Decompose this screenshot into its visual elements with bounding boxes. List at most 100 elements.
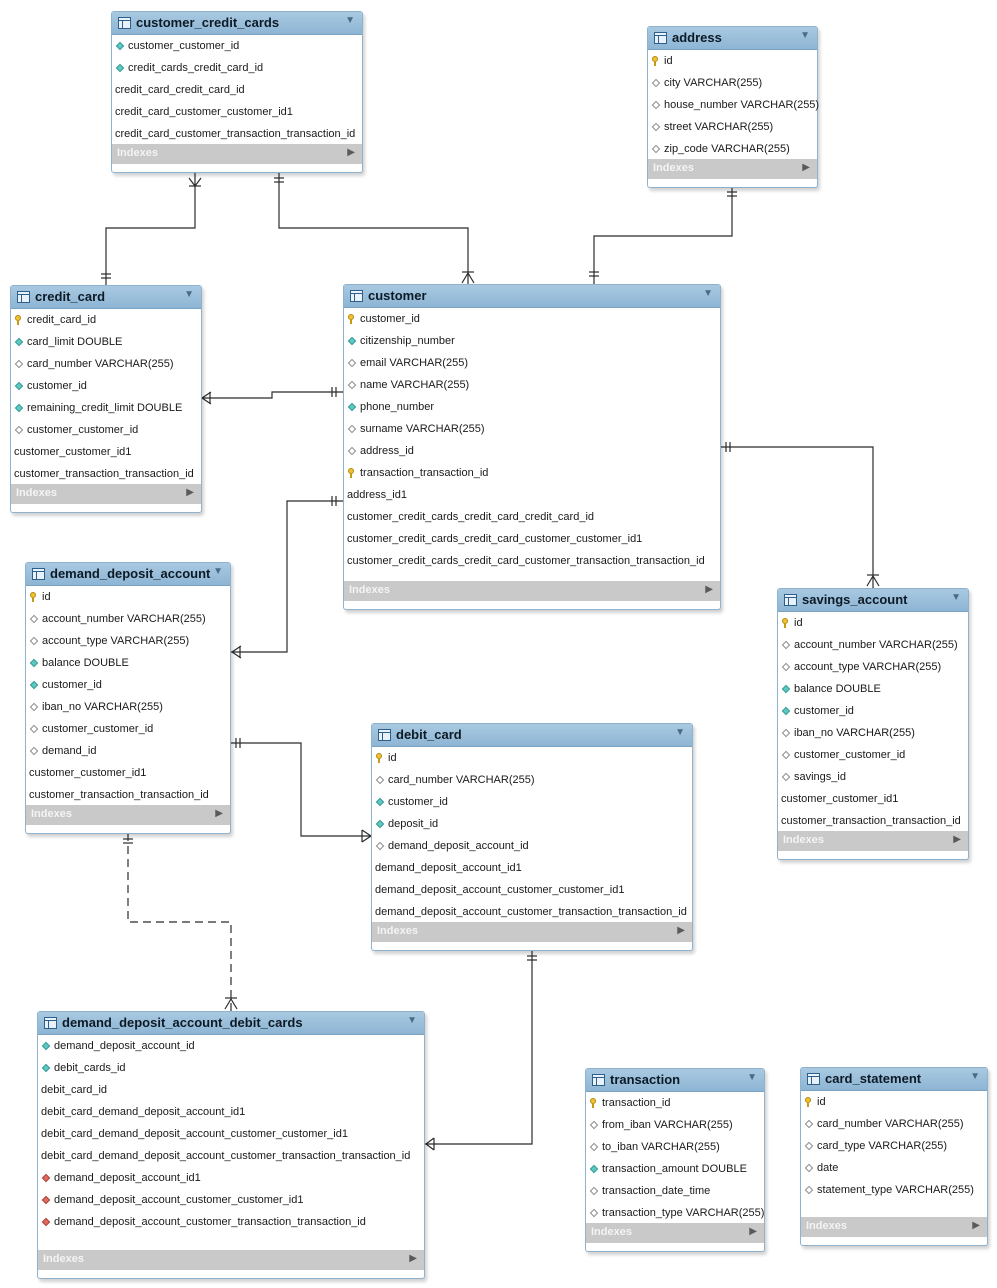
column-row[interactable]: card_number VARCHAR(255) [801, 1113, 987, 1135]
column-row[interactable]: customer_customer_id [26, 718, 230, 740]
table-header[interactable]: demand_deposit_account_debit_cards▼ [38, 1012, 424, 1035]
column-row[interactable]: email VARCHAR(255) [344, 352, 720, 374]
column-row[interactable]: demand_deposit_account_id [38, 1035, 424, 1057]
chevron-down-icon[interactable]: ▼ [800, 30, 810, 41]
column-row[interactable]: demand_deposit_account_customer_transact… [372, 901, 692, 923]
table-demand-deposit-account-debit-cards[interactable]: demand_deposit_account_debit_cards▼ dema… [37, 1011, 425, 1279]
column-row[interactable]: name VARCHAR(255) [344, 374, 720, 396]
column-row[interactable]: account_number VARCHAR(255) [26, 608, 230, 630]
column-row[interactable]: customer_customer_id [112, 35, 362, 57]
chevron-down-icon[interactable]: ▼ [747, 1072, 757, 1083]
column-row[interactable]: demand_deposit_account_customer_customer… [372, 879, 692, 901]
indexes-section[interactable]: Indexes▶ [112, 144, 362, 164]
expand-arrow-icon[interactable]: ▶ [677, 925, 685, 936]
column-row[interactable]: account_type VARCHAR(255) [26, 630, 230, 652]
column-row[interactable]: remaining_credit_limit DOUBLE [11, 397, 201, 419]
chevron-down-icon[interactable]: ▼ [675, 727, 685, 738]
column-row[interactable]: card_number VARCHAR(255) [11, 353, 201, 375]
expand-arrow-icon[interactable]: ▶ [186, 487, 194, 498]
expand-arrow-icon[interactable]: ▶ [972, 1220, 980, 1231]
column-row[interactable]: debit_card_demand_deposit_account_custom… [38, 1145, 424, 1167]
column-row[interactable]: customer_credit_cards_credit_card_custom… [344, 550, 720, 572]
column-row[interactable]: id [778, 612, 968, 634]
column-row[interactable]: credit_card_credit_card_id [112, 79, 362, 101]
column-row[interactable]: customer_customer_id [11, 419, 201, 441]
column-row[interactable]: from_iban VARCHAR(255) [586, 1114, 764, 1136]
indexes-section[interactable]: Indexes▶ [26, 805, 230, 825]
chevron-down-icon[interactable]: ▼ [970, 1071, 980, 1082]
column-row[interactable]: demand_deposit_account_id [372, 835, 692, 857]
expand-arrow-icon[interactable]: ▶ [215, 808, 223, 819]
column-row[interactable]: zip_code VARCHAR(255) [648, 138, 817, 160]
column-row[interactable]: id [372, 747, 692, 769]
column-row[interactable]: transaction_transaction_id [344, 462, 720, 484]
column-row[interactable]: balance DOUBLE [778, 678, 968, 700]
column-row[interactable]: transaction_amount DOUBLE [586, 1158, 764, 1180]
column-row[interactable]: customer_id [778, 700, 968, 722]
expand-arrow-icon[interactable]: ▶ [802, 162, 810, 173]
column-row[interactable]: customer_customer_id1 [778, 788, 968, 810]
chevron-down-icon[interactable]: ▼ [345, 15, 355, 26]
column-row[interactable]: balance DOUBLE [26, 652, 230, 674]
column-row[interactable]: debit_cards_id [38, 1057, 424, 1079]
column-row[interactable]: credit_card_customer_customer_id1 [112, 101, 362, 123]
chevron-down-icon[interactable]: ▼ [213, 566, 223, 577]
column-row[interactable]: credit_cards_credit_card_id [112, 57, 362, 79]
column-row[interactable]: account_number VARCHAR(255) [778, 634, 968, 656]
column-row[interactable]: customer_transaction_transaction_id [26, 784, 230, 806]
column-row[interactable]: id [648, 50, 817, 72]
column-row[interactable]: debit_card_id [38, 1079, 424, 1101]
table-header[interactable]: card_statement▼ [801, 1068, 987, 1091]
column-row[interactable]: iban_no VARCHAR(255) [778, 722, 968, 744]
indexes-section[interactable]: Indexes▶ [11, 484, 201, 504]
column-row[interactable]: debit_card_demand_deposit_account_custom… [38, 1123, 424, 1145]
expand-arrow-icon[interactable]: ▶ [409, 1253, 417, 1264]
column-row[interactable]: customer_id [344, 308, 720, 330]
column-row[interactable]: demand_deposit_account_customer_transact… [38, 1211, 424, 1233]
chevron-down-icon[interactable]: ▼ [407, 1015, 417, 1026]
column-row[interactable]: statement_type VARCHAR(255) [801, 1179, 987, 1201]
column-row[interactable]: demand_id [26, 740, 230, 762]
column-row[interactable]: demand_deposit_account_id1 [38, 1167, 424, 1189]
expand-arrow-icon[interactable]: ▶ [953, 834, 961, 845]
column-row[interactable]: credit_card_customer_transaction_transac… [112, 123, 362, 145]
column-row[interactable]: date [801, 1157, 987, 1179]
column-row[interactable]: surname VARCHAR(255) [344, 418, 720, 440]
indexes-section[interactable]: Indexes▶ [38, 1250, 424, 1270]
column-row[interactable]: id [801, 1091, 987, 1113]
column-row[interactable]: customer_customer_id [778, 744, 968, 766]
column-row[interactable]: citizenship_number [344, 330, 720, 352]
table-header[interactable]: transaction▼ [586, 1069, 764, 1092]
table-header[interactable]: customer_credit_cards▼ [112, 12, 362, 35]
column-row[interactable]: street VARCHAR(255) [648, 116, 817, 138]
column-row[interactable]: transaction_date_time [586, 1180, 764, 1202]
table-customer-credit-cards[interactable]: customer_credit_cards▼ customer_customer… [111, 11, 363, 173]
column-row[interactable]: debit_card_demand_deposit_account_id1 [38, 1101, 424, 1123]
expand-arrow-icon[interactable]: ▶ [749, 1226, 757, 1237]
indexes-section[interactable]: Indexes▶ [344, 581, 720, 601]
column-row[interactable]: house_number VARCHAR(255) [648, 94, 819, 116]
indexes-section[interactable]: Indexes▶ [778, 831, 968, 851]
table-header[interactable]: demand_deposit_account▼ [26, 563, 230, 586]
column-row[interactable]: demand_deposit_account_customer_customer… [38, 1189, 424, 1211]
column-row[interactable]: customer_transaction_transaction_id [11, 463, 201, 485]
table-header[interactable]: debit_card▼ [372, 724, 692, 747]
table-header[interactable]: credit_card▼ [11, 286, 201, 309]
column-row[interactable]: transaction_type VARCHAR(255) [586, 1202, 764, 1224]
column-row[interactable]: card_number VARCHAR(255) [372, 769, 692, 791]
table-header[interactable]: customer▼ [344, 285, 720, 308]
column-row[interactable]: customer_credit_cards_credit_card_custom… [344, 528, 720, 550]
expand-arrow-icon[interactable]: ▶ [705, 584, 713, 595]
column-row[interactable]: customer_transaction_transaction_id [778, 810, 968, 832]
column-row[interactable]: customer_customer_id1 [11, 441, 201, 463]
column-row[interactable]: transaction_id [586, 1092, 764, 1114]
column-row[interactable]: customer_id [26, 674, 230, 696]
column-row[interactable]: address_id1 [344, 484, 720, 506]
column-row[interactable]: customer_credit_cards_credit_card_credit… [344, 506, 720, 528]
column-row[interactable]: card_type VARCHAR(255) [801, 1135, 987, 1157]
